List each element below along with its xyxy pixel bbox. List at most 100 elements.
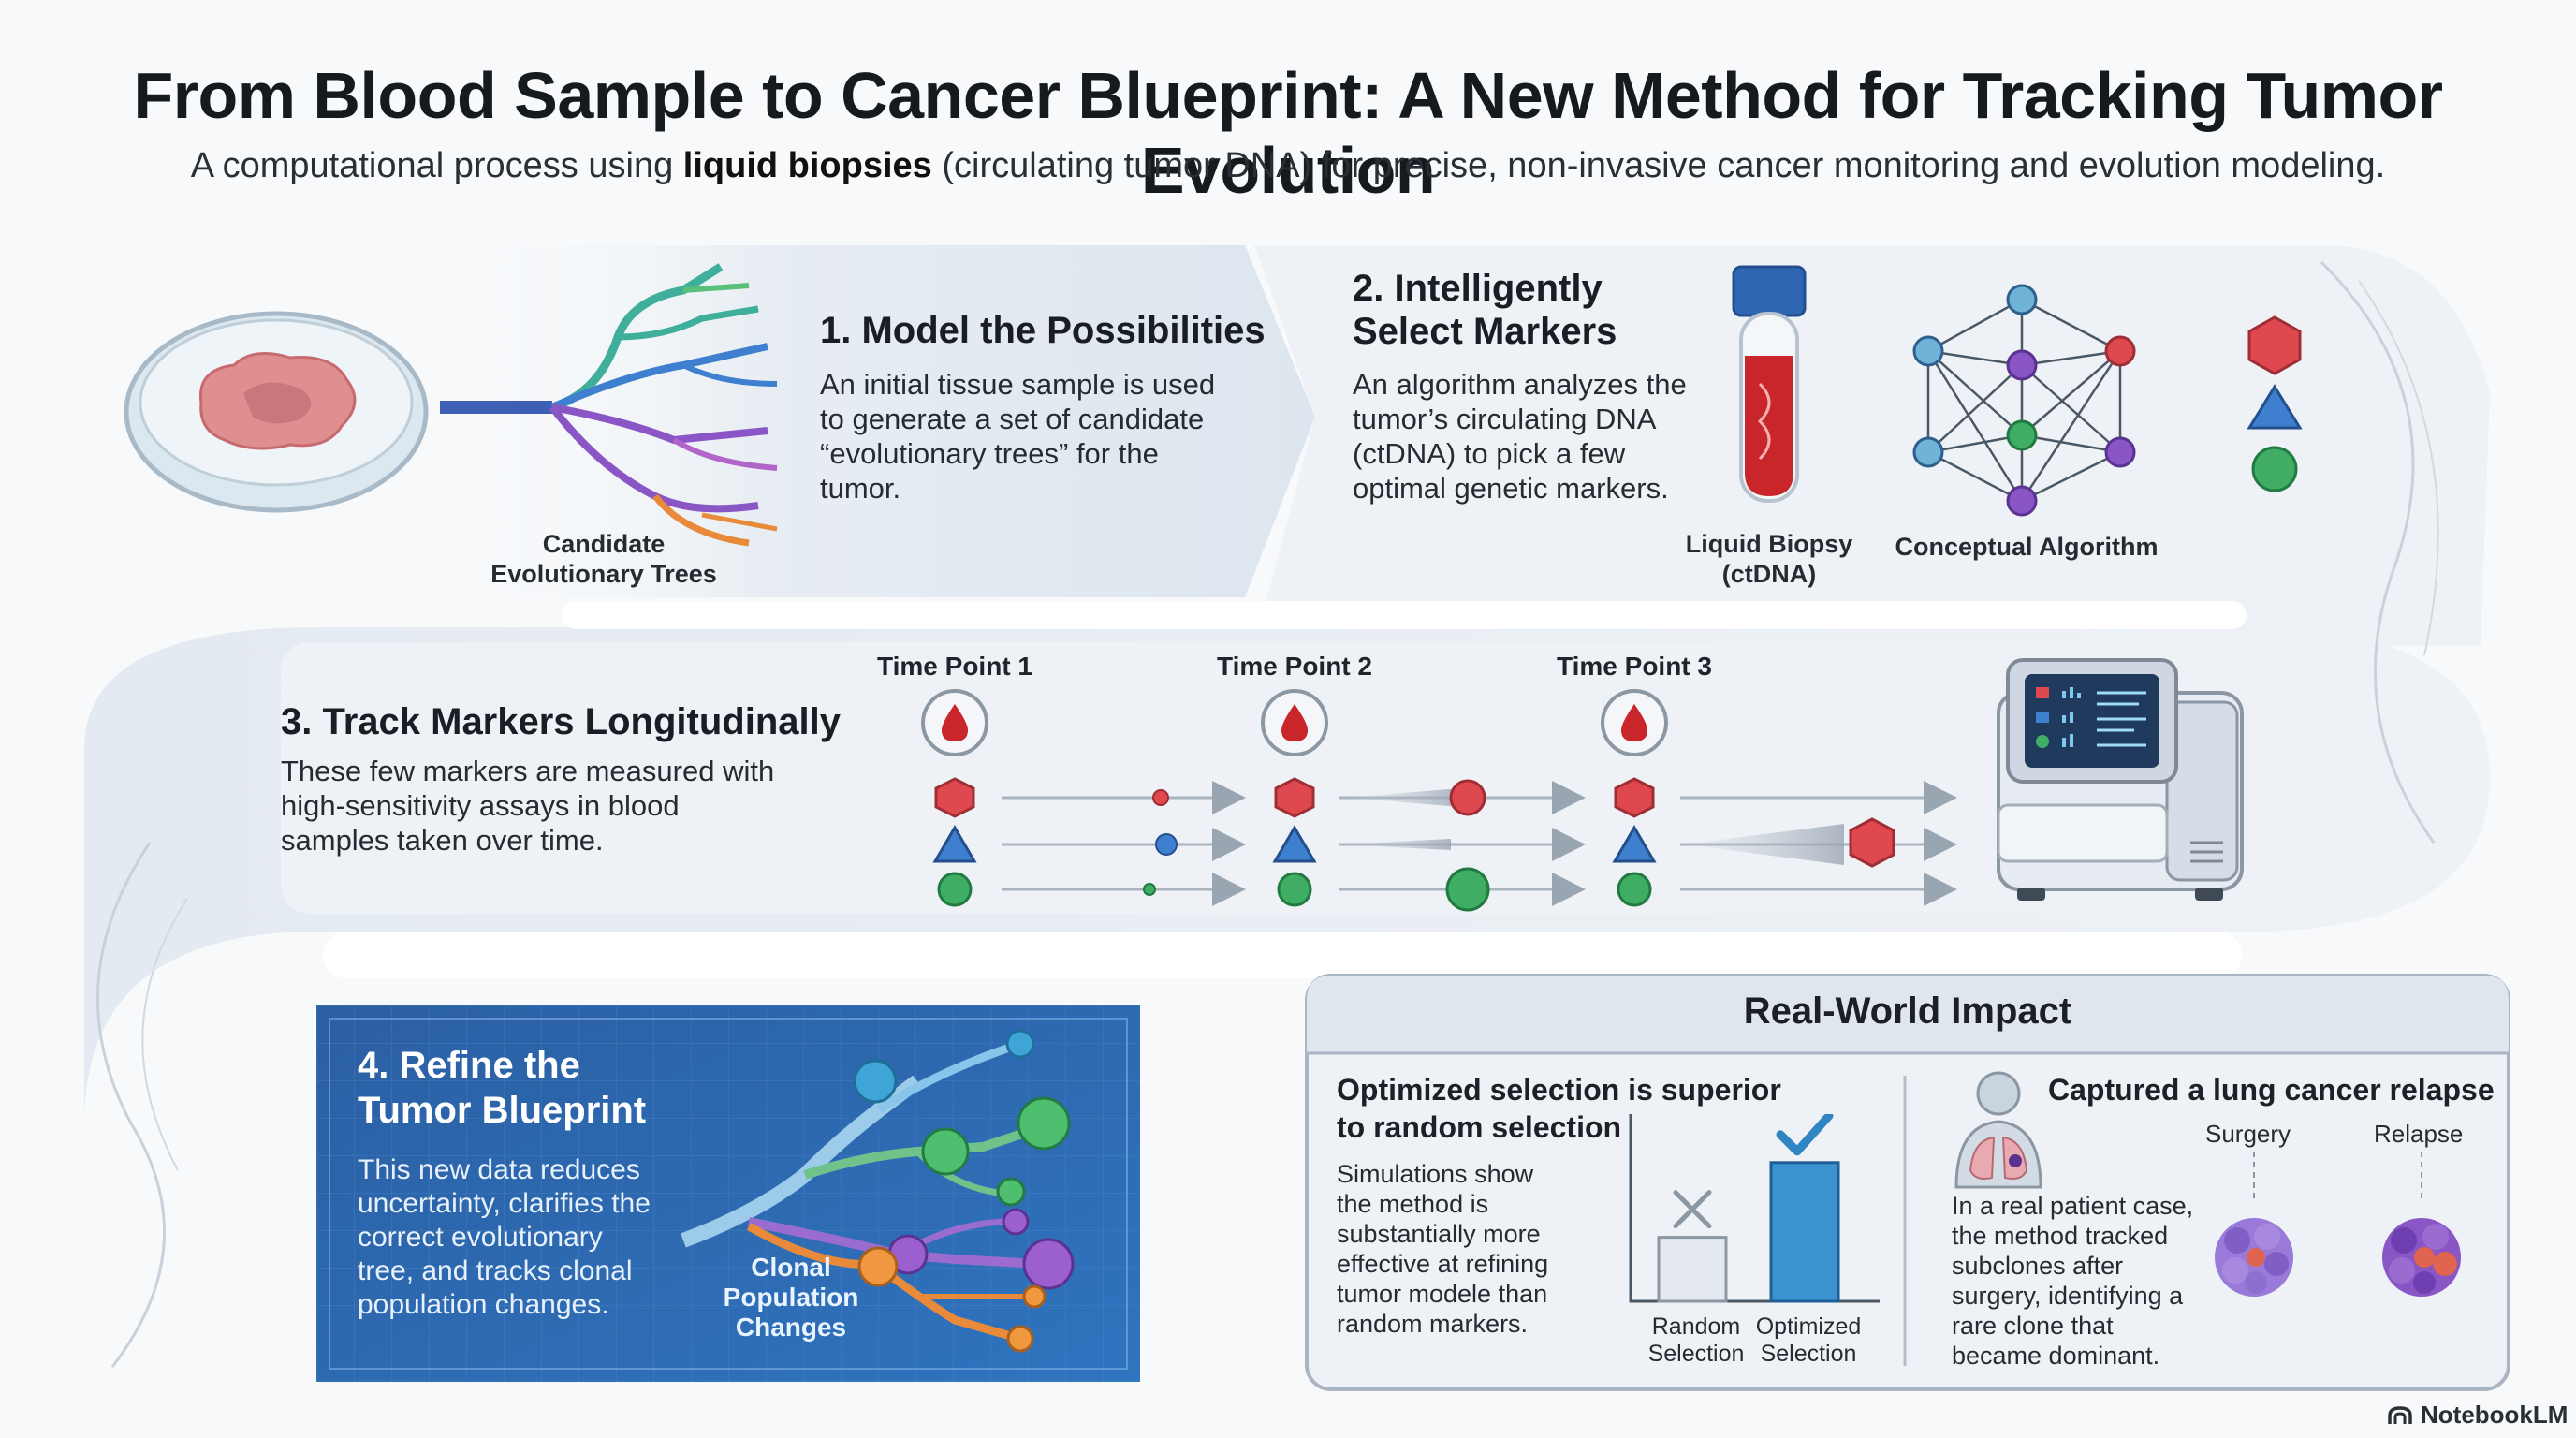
marker-tracking-diagram [921,689,1957,912]
body-line: An initial tissue sample is used [820,368,1216,401]
cross-icon [1673,1190,1712,1229]
title-line: Tumor Blueprint [358,1090,647,1131]
body-line: In a real patient case, [1952,1192,2194,1220]
body-line: samples taken over time. [281,824,604,857]
subtitle-text-2: (circulating tumor DNA) for precise, non… [931,146,2386,185]
step4-title: 4. Refine the Tumor Blueprint [358,1043,646,1133]
algorithm-caption: Conceptual Algorithm [1895,533,2159,561]
step4-body: This new data reduces uncertainty, clari… [358,1153,651,1322]
body-line: random markers. [1337,1310,1529,1338]
body-line: high-sensitivity assays in blood [281,789,680,822]
heading-line: to random selection [1337,1110,1622,1144]
bar-random [1657,1236,1728,1303]
subtitle-text-1: A computational process using [190,146,683,185]
candidate-trees-icon [440,263,778,547]
body-line: “evolutionary trees” for the [820,437,1159,470]
surgery-label: Surgery [2205,1120,2291,1148]
step2-band [1254,245,2490,646]
heading-line: Optimized selection is superior [1337,1073,1781,1107]
label-line: Population [723,1283,859,1312]
lung-patient-icon [1954,1071,2042,1189]
body-line: An algorithm analyzes the [1353,368,1687,401]
body-line: (ctDNA) to pick a few [1353,437,1626,470]
body-line: rare clone that [1952,1312,2114,1340]
separator-2 [323,932,2242,978]
label-line: Clonal [751,1253,831,1282]
body-line: tumor. [820,472,901,505]
body-line: substantially more [1337,1220,1541,1248]
step1-arrow-shape [468,245,1315,597]
time-point-1-label: Time Point 1 [877,652,1032,681]
tumor-clone-icons [2215,1152,2461,1297]
impact-left-heading: Optimized selection is superior to rando… [1337,1071,1781,1146]
impact-left-body: Simulations show the method is substanti… [1337,1159,1548,1339]
candidate-trees-caption: Candidate Evolutionary Trees [463,529,744,589]
notebooklm-logo-icon [2388,1405,2412,1424]
subtitle-emphasis: liquid biopsies [682,146,932,185]
body-line: optimal genetic markers. [1353,472,1669,505]
sequencer-machine-icon [1997,658,2244,901]
body-line: became dominant. [1952,1342,2160,1370]
hexagon-marker-icon [2247,315,2302,375]
label-line: Selection [1647,1341,1745,1367]
triangle-marker-icon [2247,384,2303,430]
title-line: Select Markers [1353,311,1617,352]
brand-name: NotebookLM [2421,1401,2569,1429]
caption-line: (ctDNA) [1721,560,1817,588]
impact-right-body: In a real patient case, the method track… [1952,1191,2193,1371]
step3-title: 3. Track Markers Longitudinally [281,701,841,742]
body-line: tree, and tracks clonal [358,1255,633,1286]
title-line: 2. Intelligently [1353,268,1603,309]
clonal-tree-icon [681,1029,1075,1353]
bar-label-optimized: Optimized Selection [1743,1313,1874,1368]
label-line: Random [1651,1313,1741,1340]
step2-title: 2. Intelligently Select Markers [1353,267,1617,353]
impact-right-heading: Captured a lung cancer relapse [2048,1073,2495,1107]
surgery-tumor-icon [2215,1218,2293,1297]
body-line: to generate a set of candidate [820,403,1205,435]
caption-line: Liquid Biopsy [1685,530,1853,558]
impact-title: Real-World Impact [1743,990,2072,1032]
caption-line: Evolutionary Trees [490,560,717,588]
selection-bar-chart [1629,1114,1880,1303]
body-line: surgery, identifying a [1952,1282,2184,1310]
step1-title: 1. Model the Possibilities [820,310,1266,351]
title-line: 4. Refine the [358,1045,580,1086]
step3-body: These few markers are measured with high… [281,754,774,858]
time-point-2-label: Time Point 2 [1217,652,1372,681]
step1-body: An initial tissue sample is used to gene… [820,367,1215,506]
body-line: the method tracked [1952,1222,2169,1250]
separator-1 [562,601,2247,629]
body-line: tumor modele than [1337,1280,1548,1308]
bar-label-random: Random Selection [1631,1313,1762,1368]
body-line: uncertainty, clarifies the [358,1188,651,1219]
tube-caption: Liquid Biopsy (ctDNA) [1666,529,1872,589]
checkmark-icon [1776,1114,1834,1156]
caption-line: Candidate [542,530,666,558]
body-line: These few markers are measured with [281,755,775,787]
step2-body: An algorithm analyzes the tumor’s circul… [1353,367,1687,506]
body-line: correct evolutionary [358,1222,603,1253]
bar-optimized [1769,1161,1840,1303]
body-line: population changes. [358,1289,609,1320]
blood-tube-icon [1732,265,1807,503]
body-line: subclones after [1952,1252,2124,1280]
blood-drop-icons [921,689,1668,756]
circle-marker-icon [2251,446,2298,492]
label-line: Changes [735,1313,847,1342]
page-title: From Blood Sample to Cancer Blueprint: A… [133,59,2443,207]
label-line: Selection [1760,1341,1857,1367]
relapse-tumor-icon [2382,1218,2461,1297]
clonal-label: Clonal Population Changes [702,1253,880,1343]
relapse-label: Relapse [2374,1120,2464,1148]
brand-footer: NotebookLM [2387,1401,2568,1430]
petri-dish-icon [124,311,429,513]
body-line: tumor’s circulating DNA [1353,403,1657,435]
body-line: Simulations show [1337,1160,1534,1188]
time-point-3-label: Time Point 3 [1557,652,1712,681]
impact-panel [1305,974,2510,1391]
label-line: Optimized [1755,1313,1862,1340]
algorithm-network-icon [1912,284,2136,517]
selected-markers [2247,315,2303,492]
